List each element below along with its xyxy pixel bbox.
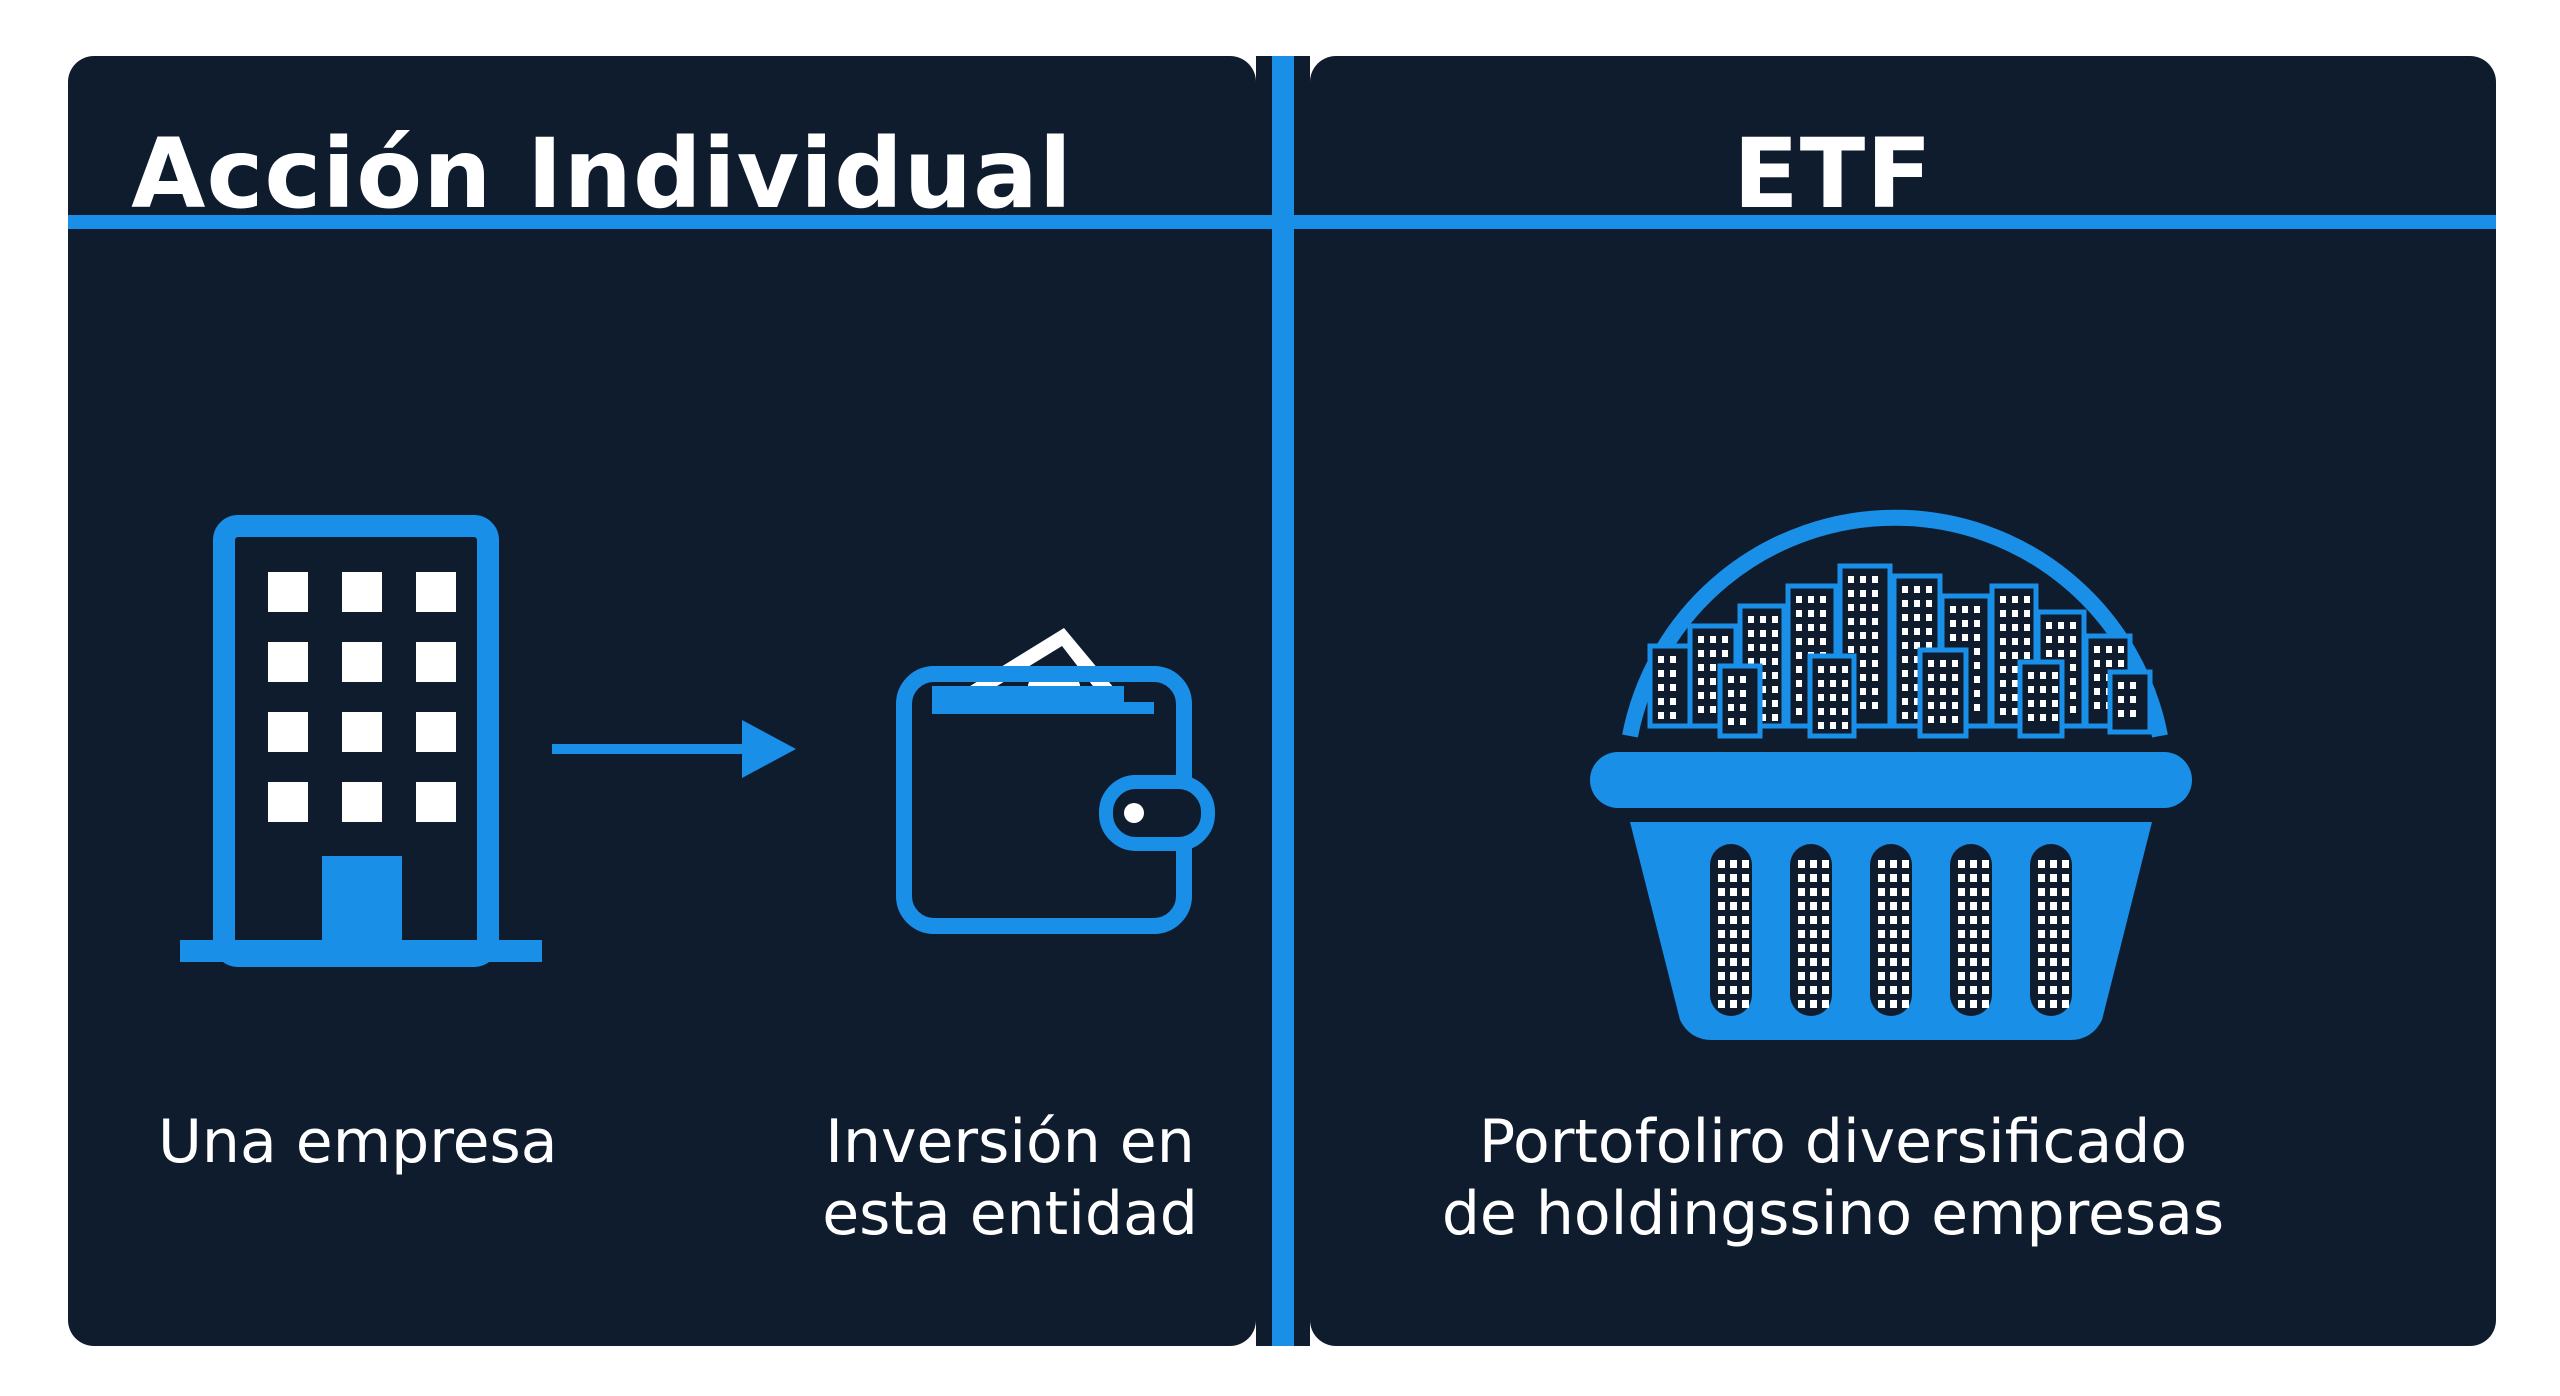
individual-stock-panel: Acción Individual Una empresa Inversión … [68, 56, 1256, 1346]
portfolio-label-line2: de holdingssino empresas [1441, 1179, 2225, 1249]
arrow-right-icon [552, 720, 796, 778]
individual-stock-title: Acción Individual [131, 118, 1073, 230]
building-icon [180, 515, 542, 967]
etf-panel: ETF Portofoliro diversificado de holding… [1310, 56, 2496, 1346]
etf-title: ETF [1733, 118, 1933, 230]
investment-label-line2: esta entidad [822, 1179, 1198, 1249]
basket-icon [1590, 509, 2192, 1040]
company-label: Una empresa [158, 1107, 558, 1177]
portfolio-label-line1: Portofoliro diversificado [1478, 1107, 2188, 1177]
vertical-divider [1256, 56, 1310, 1346]
investment-label-line1: Inversión en [825, 1107, 1195, 1177]
wallet-icon [896, 628, 1215, 934]
header-divider-line [68, 215, 2496, 229]
